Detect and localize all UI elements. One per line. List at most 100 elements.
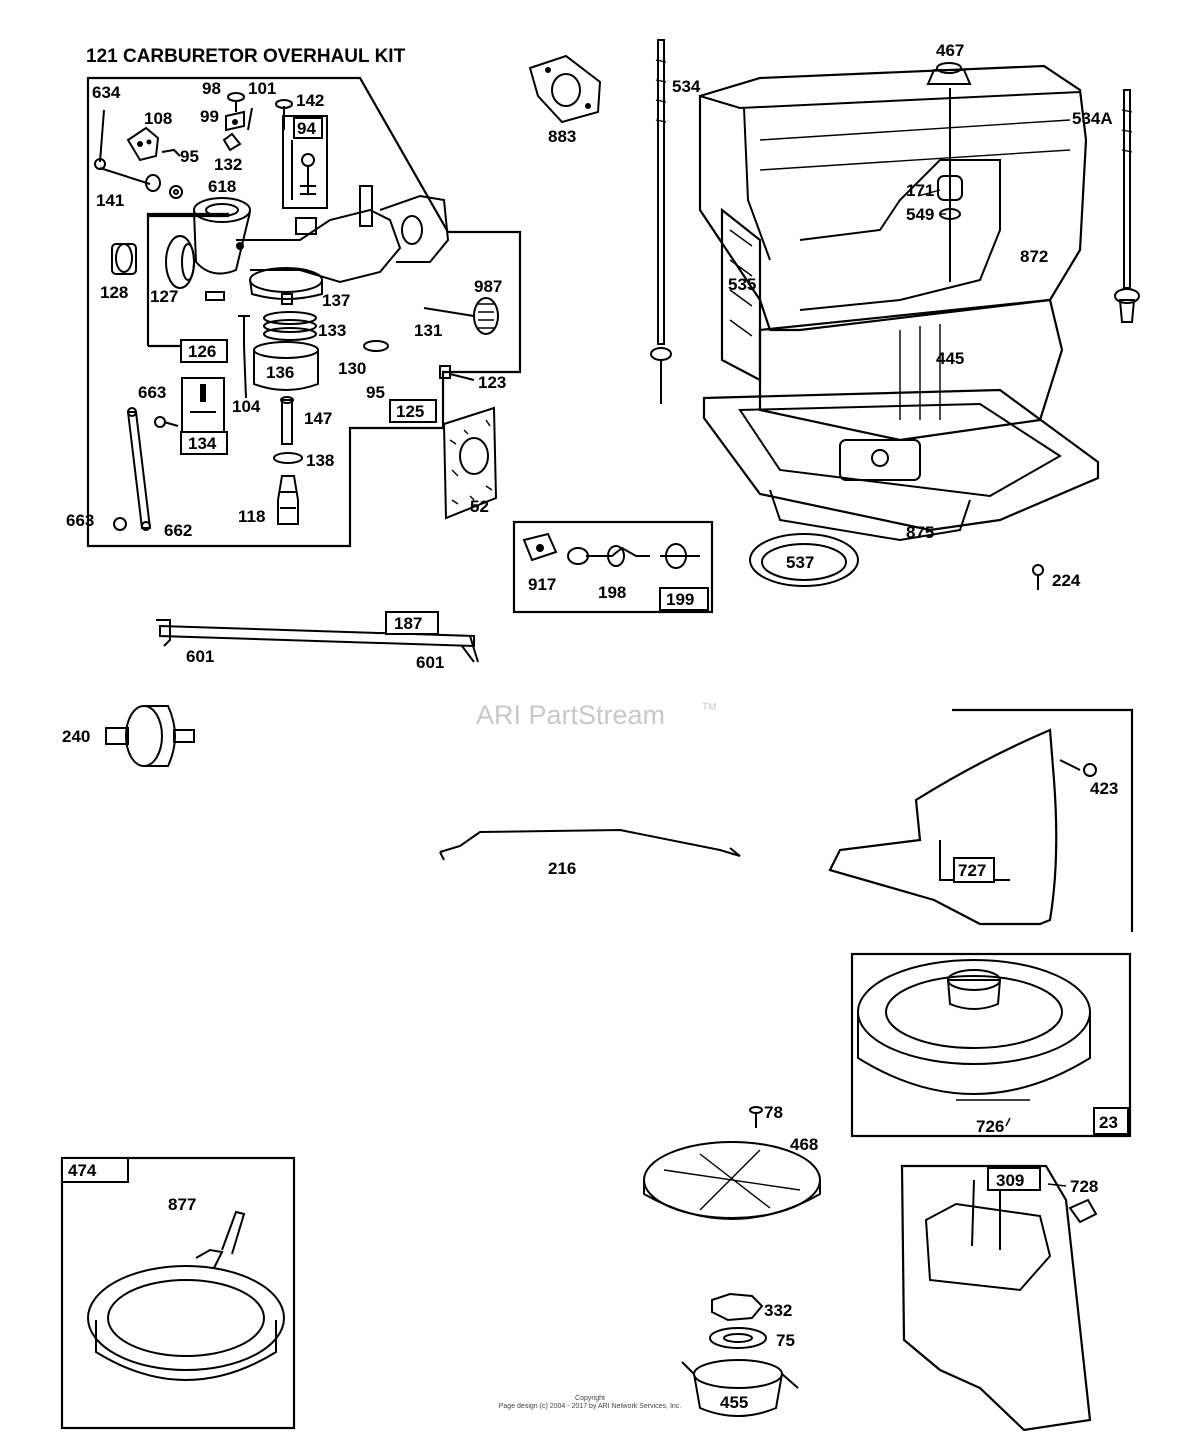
label-224: 224 [1052,571,1081,590]
label-127: 127 [150,287,178,306]
part-number-labels: 634 98 101 142 108 99 94 95 132 141 618 … [62,41,1118,1412]
label-455: 455 [720,1393,748,1412]
label-95-mid: 95 [366,383,385,402]
label-box-309 [987,1167,1041,1191]
label-726: 726 [976,1117,1004,1136]
label-box-134 [180,431,228,455]
label-box-199 [659,587,709,611]
label-634: 634 [92,83,121,102]
label-104: 104 [232,397,261,416]
part-136-bowl [253,341,319,391]
label-75: 75 [776,1331,795,1350]
part-101-screw [247,107,253,131]
part-474-alternator-box [60,1156,296,1430]
label-94: 94 [297,119,316,138]
label-136: 136 [266,363,294,382]
part-618-spring [169,185,183,199]
label-118: 118 [238,507,265,526]
part-467-knob [926,62,972,282]
label-309: 309 [996,1171,1024,1190]
label-52: 52 [470,497,489,516]
part-240-fuel-filter [105,705,195,767]
label-23: 23 [1099,1113,1118,1132]
label-142: 142 [296,91,324,110]
part-118-jet [277,475,299,525]
label-123: 123 [478,373,506,392]
label-78: 78 [764,1103,783,1122]
carburetor-body [146,185,450,348]
label-883: 883 [548,127,576,146]
part-309-bracket [900,1164,1092,1432]
part-133-spring [238,311,317,346]
label-601-left: 601 [186,647,214,666]
part-332-nut [711,1292,764,1322]
part-171-spacer [937,175,963,201]
part-634-pin [94,109,161,192]
label-199: 199 [666,590,694,609]
part-987-knob [423,297,499,335]
label-549: 549 [906,205,934,224]
label-box-23 [1093,1107,1129,1135]
label-875: 875 [906,523,934,542]
label-box-187 [385,611,439,635]
label-216: 216 [548,859,576,878]
label-535: 535 [728,275,756,294]
label-987: 987 [474,277,502,296]
label-141: 141 [96,191,124,210]
part-535-filter [720,207,762,382]
part-199-kit-box [512,520,714,614]
label-128: 128 [100,283,128,302]
part-104-pin [243,345,247,399]
part-123-screw [439,365,475,381]
part-534-stud [650,39,672,404]
label-137: 137 [322,291,350,310]
carburetor-kit-panel: 121 CARBURETOR OVERHAUL KIT [86,46,522,548]
watermark-tm: TM [702,702,716,713]
label-133: 133 [318,321,346,340]
label-618: 618 [208,177,236,196]
label-601-right: 601 [416,653,444,672]
label-132: 132 [214,155,242,174]
part-872-cover [698,64,1088,332]
part-455-starter-cup [681,1359,799,1417]
label-187: 187 [394,614,422,633]
part-875-base [702,388,1100,542]
part-727-housing [828,708,1134,932]
footer-copyright: Copyright [575,1395,605,1402]
label-box-126 [180,339,228,363]
label-240: 240 [62,727,90,746]
label-125: 125 [396,402,424,421]
label-138: 138 [306,451,334,470]
part-138-gasket [273,452,303,464]
part-147-tube [280,396,294,445]
label-box-125 [389,399,437,423]
label-872: 872 [1020,247,1048,266]
label-95-top: 95 [180,147,199,166]
part-130-washer [363,340,389,352]
label-467: 467 [936,41,964,60]
part-662-link [113,407,152,531]
part-78-screw [749,1106,763,1128]
label-468: 468 [790,1135,818,1154]
label-662: 662 [164,521,192,540]
label-147: 147 [304,409,332,428]
label-198: 198 [598,583,626,602]
part-216-link [439,828,741,861]
part-534a-stud [1114,89,1140,323]
label-108: 108 [144,109,172,128]
label-727: 727 [958,861,986,880]
part-128-bushing [111,243,137,275]
label-box-94 [293,117,323,139]
label-box-474 [61,1157,129,1183]
label-130: 130 [338,359,366,378]
label-534: 534 [672,77,701,96]
label-134: 134 [188,434,217,453]
part-94-needle [282,115,328,209]
label-877: 877 [168,1195,196,1214]
label-445: 445 [936,349,964,368]
label-99: 99 [200,107,219,126]
part-468-fan [643,1141,821,1220]
kit-title: 121 CARBURETOR OVERHAUL KIT [86,46,406,67]
part-95-clip [161,132,242,157]
